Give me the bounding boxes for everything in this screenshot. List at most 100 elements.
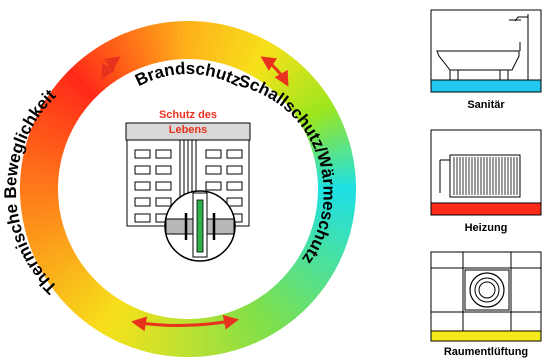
ring-segment [316, 165, 356, 177]
ring-segment [164, 21, 176, 61]
ring-segment [93, 296, 120, 332]
ring-segment [314, 211, 354, 226]
radiator-icon [439, 154, 521, 198]
ring-segment [44, 257, 81, 283]
ring-segment [240, 35, 263, 73]
ring-segment [37, 109, 74, 133]
ring-segment [34, 114, 72, 137]
ring-segment [88, 293, 116, 329]
center-label-line1: Schutz des [159, 109, 217, 121]
ring-segment [201, 21, 213, 61]
ring-segment [59, 75, 93, 106]
ring-segment [75, 59, 106, 93]
ring-segment [80, 55, 109, 90]
ring-segment [20, 187, 59, 195]
ring-segment [22, 152, 62, 167]
building-window [226, 149, 243, 159]
ring-segment [31, 236, 70, 258]
ring-segment [317, 183, 357, 191]
ring-segment [20, 192, 59, 201]
ring-segment [48, 260, 83, 288]
ring-segment [114, 35, 136, 73]
panel-label-raumentlueftung: Raumentlüftung [443, 346, 529, 358]
ring-segment [70, 281, 102, 314]
ring-segment [21, 206, 60, 219]
ring-segment [256, 296, 282, 333]
arrow-top-right [260, 56, 289, 87]
ventilation-fan-icon [431, 252, 541, 331]
ring-segment [313, 216, 353, 231]
ring-segment [309, 229, 348, 248]
panel-heizung [430, 129, 542, 216]
ring-segment [74, 284, 105, 318]
ring-segment [263, 291, 292, 326]
ring-segment [277, 279, 309, 311]
ring-segment [58, 271, 92, 302]
panel-label-sanitaer: Sanitär [467, 99, 505, 111]
ring-segment [317, 193, 356, 202]
ring-segment [62, 275, 95, 306]
panel-heizung-bar [430, 202, 542, 216]
ring-segment [317, 177, 356, 186]
ring-segment [27, 228, 66, 247]
ring-segment [310, 131, 349, 150]
ring-segment [97, 298, 123, 335]
ring-segment [274, 64, 306, 97]
ring-segment [20, 201, 60, 213]
ring-segment [302, 110, 340, 133]
ring-segment [316, 202, 356, 214]
ring-segment [286, 269, 321, 298]
ring-segment [147, 24, 162, 63]
building-window [155, 181, 172, 191]
building-window [205, 149, 222, 159]
ring-segment [45, 94, 81, 121]
ring-segment [219, 25, 236, 65]
ring-segment [176, 21, 185, 60]
ring-segment [130, 28, 149, 67]
ring-segment [311, 137, 350, 155]
ring-segment [297, 254, 334, 280]
ring-segment [259, 294, 287, 329]
ring-segment [315, 207, 355, 220]
ring-segment [290, 85, 325, 114]
ring-segment [192, 21, 201, 60]
ring-segment [300, 105, 337, 129]
ring-segment [281, 72, 314, 103]
ring-segment [312, 142, 352, 159]
ring-segment [289, 265, 324, 294]
ring-segment [210, 23, 225, 63]
ring-segment [21, 158, 61, 171]
ring-segment [228, 29, 247, 68]
ring-segment [102, 301, 127, 338]
ring-segment [283, 272, 317, 303]
ring-segment [23, 215, 62, 230]
ring-segment [315, 154, 354, 168]
ring-segment [244, 303, 267, 341]
ring-segment [42, 98, 79, 124]
ring-segment [284, 76, 318, 107]
ring-segment [287, 81, 322, 110]
ring-segment [236, 33, 258, 71]
ring-segment [41, 253, 78, 279]
ring-segment [215, 24, 230, 64]
ring-segment [274, 282, 305, 315]
center-label-line2: Lebens [169, 124, 208, 136]
panel-raumentlueftung [430, 251, 542, 342]
ring-segment [52, 84, 87, 113]
ring-segment [39, 249, 76, 273]
building-window [226, 181, 243, 191]
ring-segment [278, 68, 310, 100]
ring-segment [28, 130, 67, 149]
ring-segment [48, 89, 84, 117]
ring-segment [267, 288, 296, 323]
ring-segment [295, 257, 331, 284]
ring-segment [308, 126, 347, 146]
ring-segment [317, 198, 356, 208]
ring-segment [24, 141, 64, 158]
ring-segment [34, 241, 72, 263]
ring-segment [71, 63, 102, 96]
bathtub-icon [436, 14, 529, 81]
panel-raumentlueftung-bar [430, 330, 542, 342]
arrow-bottom [131, 314, 239, 332]
ring-segment [79, 287, 108, 322]
